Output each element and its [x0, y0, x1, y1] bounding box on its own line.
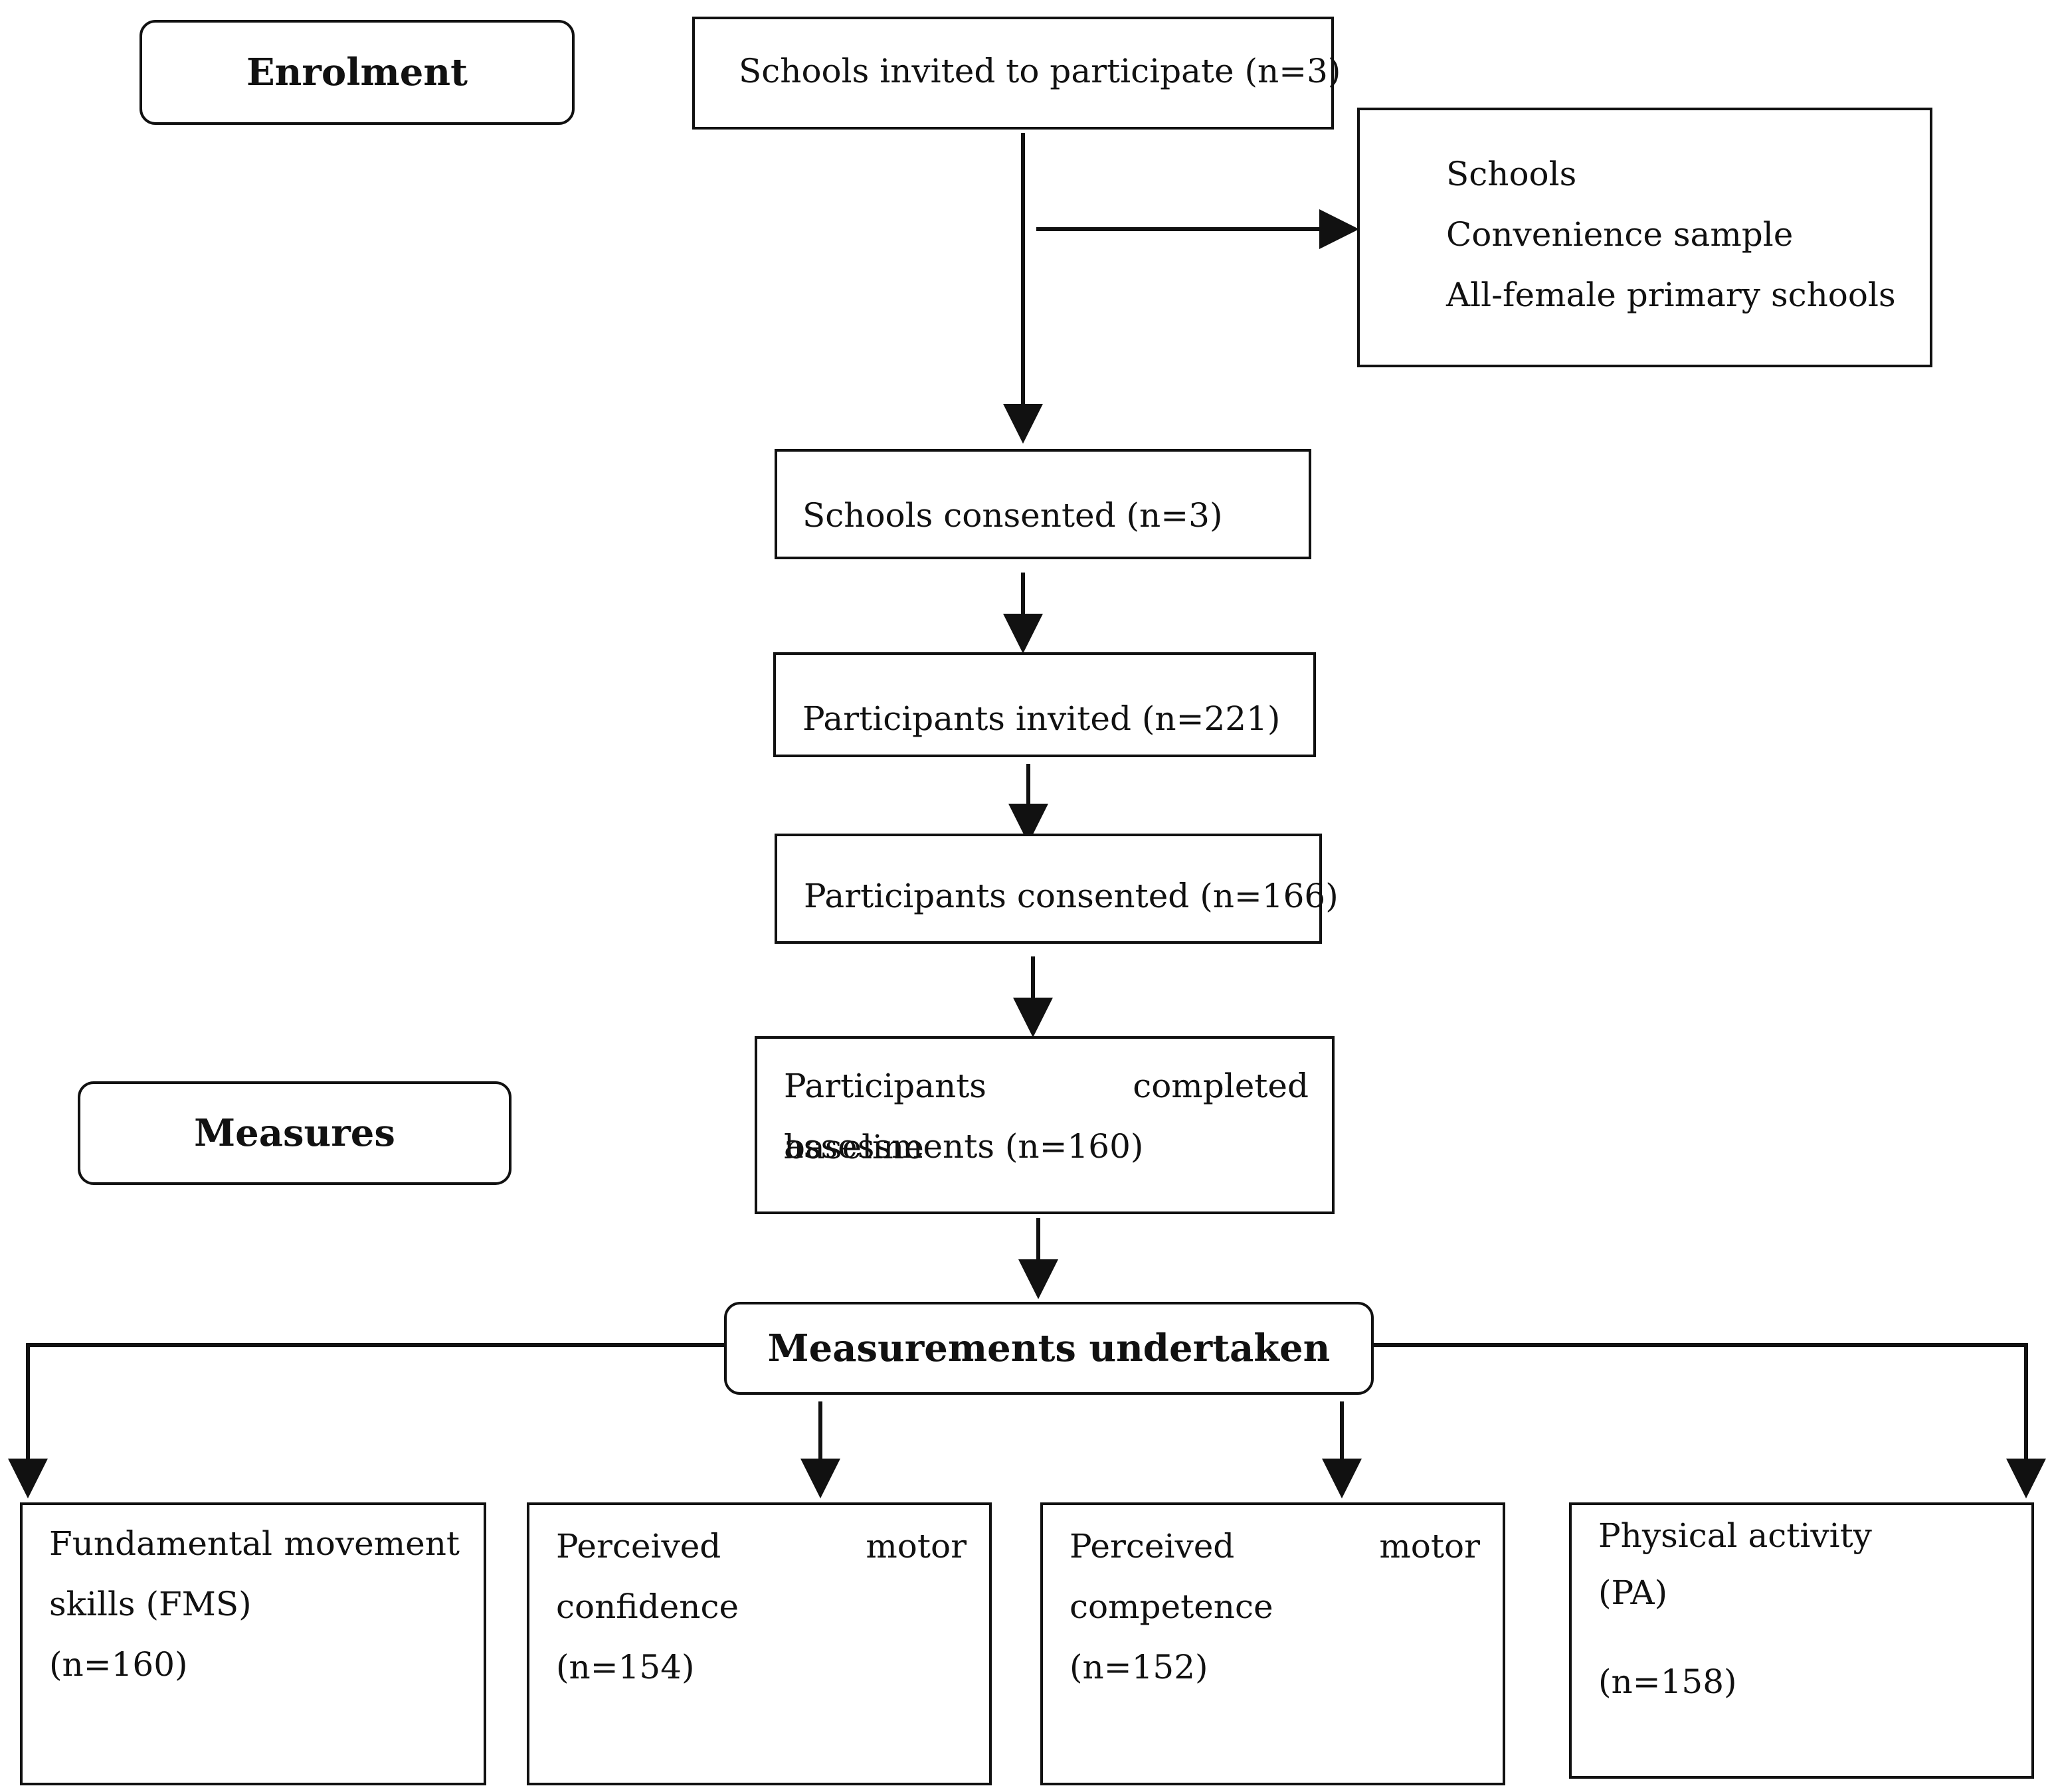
- baseline-line-2: assessments (n=160): [784, 1127, 1144, 1166]
- participants-consented-text: Participants consented (n=166): [804, 877, 1339, 915]
- outcome-confidence-n: (n=154): [556, 1648, 695, 1686]
- schools-consented-box: Schools consented (n=3): [775, 449, 1311, 559]
- participants-invited-box: Participants invited (n=221): [773, 652, 1316, 757]
- arrow-to-pa: [1372, 1343, 2046, 1498]
- outcome-fms-line-2: skills (FMS): [49, 1585, 252, 1623]
- schools-invited-text: Schools invited to participate (n=3): [739, 52, 1341, 90]
- arrow-to-fms: [8, 1343, 725, 1498]
- enrolment-label: Enrolment: [140, 20, 575, 125]
- outcome-competence-line-1: Perceived motor: [1070, 1527, 1480, 1566]
- measures-label: Measures: [78, 1081, 512, 1185]
- outcome-confidence-line-1: Perceived motor: [556, 1527, 967, 1566]
- side-note-line-1: Schools: [1446, 155, 1577, 193]
- schools-consented-text: Schools consented (n=3): [802, 496, 1223, 535]
- outcome-box-competence: Perceived motor competence (n=152): [1040, 1502, 1505, 1785]
- outcome-pa-line-1: Physical activity: [1598, 1516, 1872, 1555]
- side-note-line-2: Convenience sample: [1446, 215, 1794, 254]
- outcome-competence-line-2: competence: [1070, 1587, 1273, 1626]
- outcome-box-pa: Physical activity (PA) (n=158): [1569, 1502, 2034, 1779]
- baseline-box: Participants completed baseline assessme…: [755, 1036, 1335, 1214]
- outcome-fms-line-1: Fundamental movement: [49, 1524, 460, 1563]
- outcome-confidence-line-2: confidence: [556, 1587, 739, 1626]
- baseline-line-1: Participants completed baseline: [784, 1067, 1309, 1166]
- side-note-line-3: All-female primary schools: [1446, 276, 1896, 314]
- outcome-fms-n: (n=160): [49, 1645, 188, 1684]
- outcome-pa-line-2: (PA): [1598, 1573, 1668, 1612]
- participants-invited-text: Participants invited (n=221): [802, 699, 1281, 738]
- participants-consented-box: Participants consented (n=166): [775, 834, 1339, 944]
- outcome-competence-n: (n=152): [1070, 1648, 1208, 1686]
- side-note-box: Schools Convenience sample All-female pr…: [1357, 108, 1932, 367]
- outcome-pa-n: (n=158): [1598, 1662, 1737, 1701]
- schools-invited-box: Schools invited to participate (n=3): [692, 17, 1341, 130]
- outcome-box-fms: Fundamental movement skills (FMS) (n=160…: [20, 1502, 486, 1785]
- measurements-undertaken-box: Measurements undertaken: [724, 1302, 1374, 1395]
- outcome-box-confidence: Perceived motor confidence (n=154): [527, 1502, 992, 1785]
